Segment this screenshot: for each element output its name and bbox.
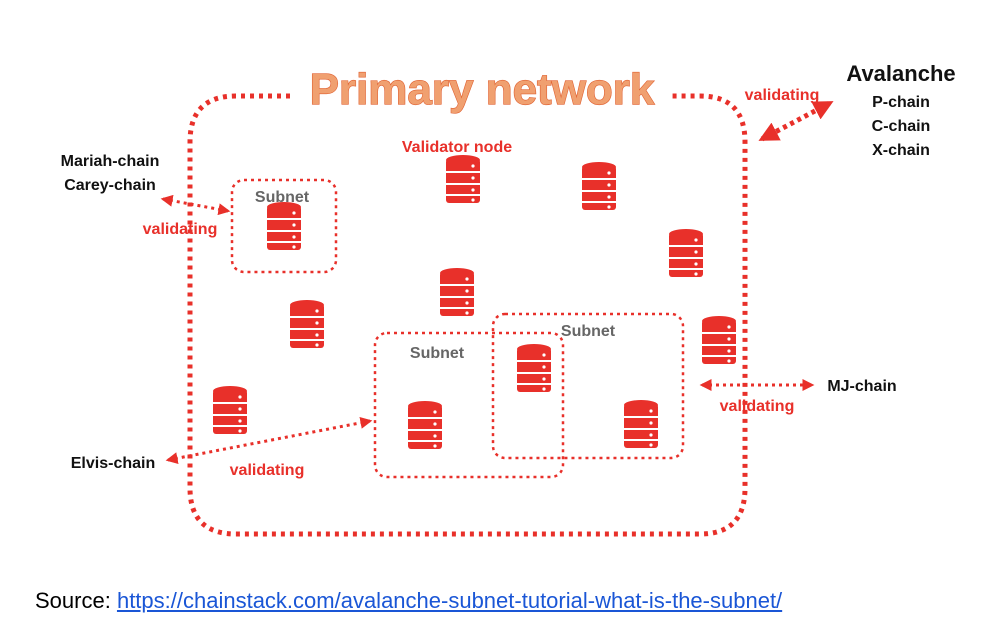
- database-icon: [701, 315, 737, 365]
- database-icon: [212, 385, 248, 435]
- subnet-box-top-left: [230, 178, 338, 274]
- database-icon: [439, 267, 475, 317]
- avalanche-title: Avalanche: [846, 61, 955, 86]
- primary-network-title: Primary network: [310, 65, 655, 114]
- mariah-carey-validating-arrow: [160, 194, 231, 216]
- subnet-label: Subnet: [561, 323, 616, 340]
- mj-chain-label: MJ-chain: [827, 378, 896, 395]
- subnet-label: Subnet: [410, 345, 465, 362]
- source-label: Source:: [35, 588, 111, 613]
- mj-validating-label: validating: [720, 398, 795, 415]
- mariah-chain-label: Mariah-chain: [61, 153, 160, 170]
- p-chain-label: P-chain: [872, 94, 930, 111]
- primary-network-diagram: Primary network Subnet Subnet Subnet Val…: [61, 61, 956, 537]
- carey-chain-label: Carey-chain: [64, 177, 156, 194]
- database-icon: [516, 343, 552, 393]
- database-icon: [445, 154, 481, 204]
- database-icon: [407, 400, 443, 450]
- database-icon: [668, 228, 704, 278]
- subnet-box-bottom-right: [491, 312, 685, 460]
- source-citation: Source: https://chainstack.com/avalanche…: [35, 588, 782, 614]
- mariah-carey-validating-label: validating: [143, 221, 218, 238]
- avalanche-validating-arrow: [758, 100, 834, 142]
- avalanche-validating-label: validating: [745, 87, 820, 104]
- c-chain-label: C-chain: [872, 118, 931, 135]
- database-icon: [266, 201, 302, 251]
- elvis-validating-arrow: [165, 416, 373, 465]
- database-icon: [581, 161, 617, 211]
- source-link[interactable]: https://chainstack.com/avalanche-subnet-…: [116, 588, 783, 613]
- database-icon: [289, 299, 325, 349]
- elvis-chain-label: Elvis-chain: [71, 455, 155, 472]
- subnet-label: Subnet: [255, 189, 310, 206]
- validator-node-label: Validator node: [402, 139, 512, 156]
- x-chain-label: X-chain: [872, 142, 930, 159]
- elvis-validating-label: validating: [230, 462, 305, 479]
- database-icon: [623, 399, 659, 449]
